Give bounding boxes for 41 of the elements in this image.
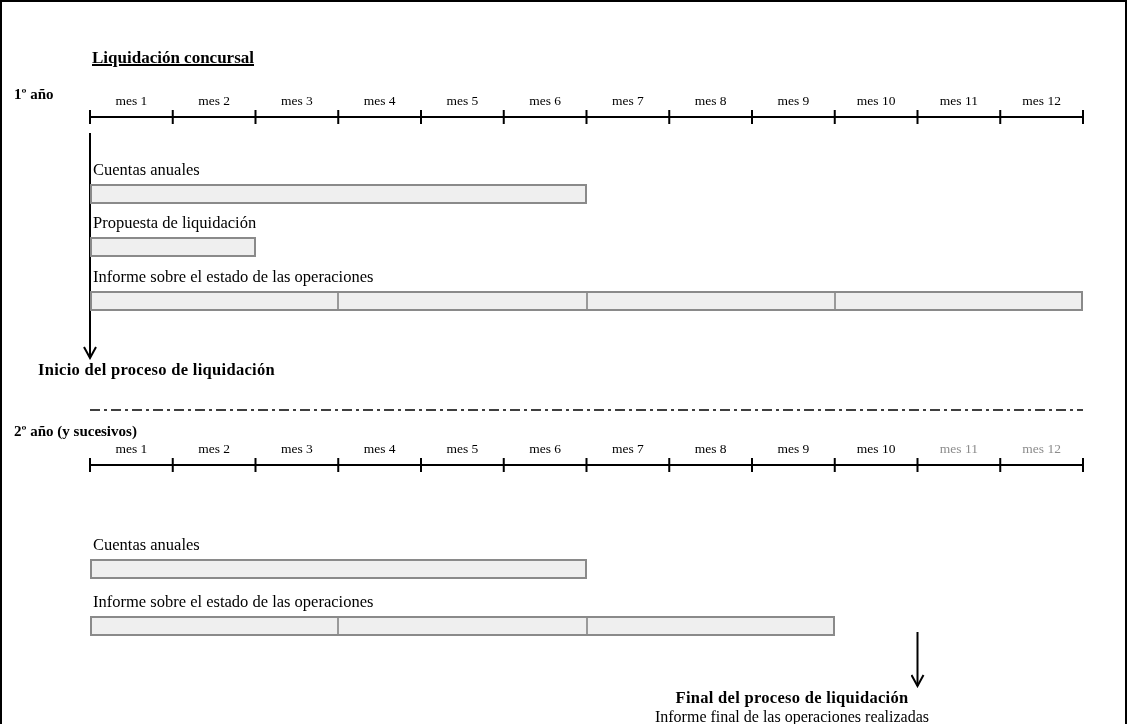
duration-bar <box>90 184 587 204</box>
month-label: mes 10 <box>855 93 897 109</box>
duration-bar <box>90 237 256 257</box>
year-heading: 2º año (y sucesivos) <box>14 423 137 440</box>
month-label: mes 7 <box>610 93 645 109</box>
month-label: mes 8 <box>693 441 728 457</box>
month-label: mes 2 <box>197 441 232 457</box>
month-label: mes 4 <box>362 441 397 457</box>
bar-label: Cuentas anuales <box>92 160 201 180</box>
month-label: mes 11 <box>938 93 979 109</box>
bar-label: Informe sobre el estado de las operaciones <box>92 267 375 287</box>
month-label: mes 2 <box>197 93 232 109</box>
month-label: mes 10 <box>855 441 897 457</box>
month-label: mes 9 <box>776 93 811 109</box>
month-label: mes 8 <box>693 93 728 109</box>
milestone-label: Inicio del proceso de liquidación <box>38 360 398 380</box>
duration-bar <box>90 559 587 579</box>
year-heading: 1º año <box>14 86 54 103</box>
arrow <box>83 132 97 359</box>
diagram-title: Liquidación concursal <box>92 48 254 68</box>
arrow <box>910 631 925 687</box>
milestone-label: Final del proceso de liquidación <box>675 688 909 708</box>
duration-bar <box>90 616 835 636</box>
month-label: mes 11 <box>938 441 979 457</box>
month-label: mes 12 <box>1021 93 1062 109</box>
month-label: mes 12 <box>1021 441 1062 457</box>
month-label: mes 5 <box>445 93 480 109</box>
month-label: mes 9 <box>776 441 811 457</box>
bar-label: Informe sobre el estado de las operaciones <box>92 592 375 612</box>
month-label: mes 3 <box>279 441 314 457</box>
month-label: mes 7 <box>610 441 645 457</box>
month-label: mes 3 <box>279 93 314 109</box>
month-label: mes 6 <box>528 93 563 109</box>
month-label: mes 1 <box>114 93 149 109</box>
month-label: mes 4 <box>362 93 397 109</box>
bar-label: Propuesta de liquidación <box>92 213 256 233</box>
month-label: mes 1 <box>114 441 149 457</box>
bar-label: Cuentas anuales <box>92 535 201 555</box>
month-label: mes 6 <box>528 441 563 457</box>
duration-bar <box>90 291 1083 311</box>
month-label: mes 5 <box>445 441 480 457</box>
